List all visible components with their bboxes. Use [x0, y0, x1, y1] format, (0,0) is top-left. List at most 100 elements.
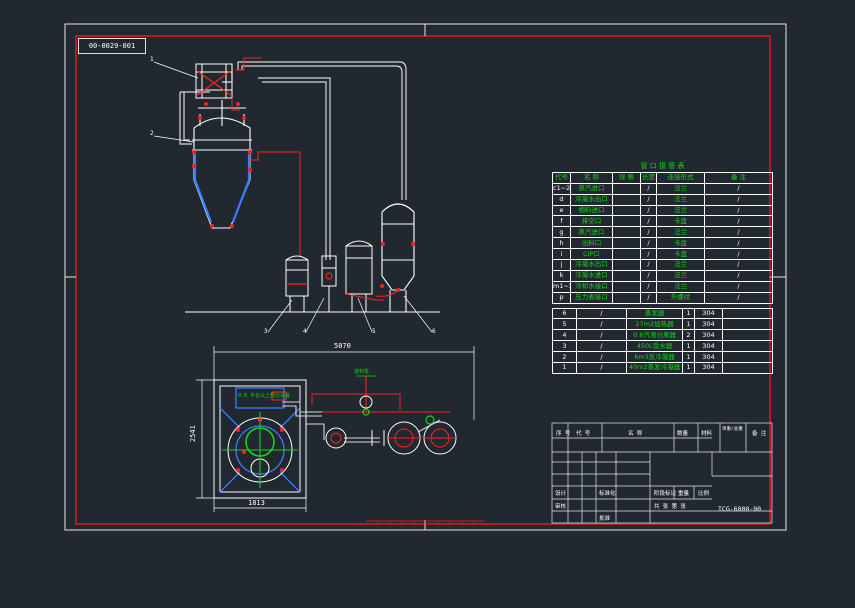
- cell: 450L受水器: [626, 340, 683, 353]
- cell: 40m2蒸发冷凝器: [626, 362, 683, 374]
- cell: 304: [694, 329, 723, 342]
- cell: 304: [694, 307, 723, 320]
- tb-label-sheets: 共 张 第 张: [654, 504, 686, 510]
- cell: p: [552, 291, 571, 304]
- cell: /: [640, 215, 657, 228]
- cell: 法兰: [656, 204, 705, 217]
- cell: /: [703, 237, 774, 250]
- cell: f: [552, 215, 571, 228]
- cell: 1: [682, 318, 695, 331]
- cell: 法兰: [656, 259, 705, 271]
- cell: [612, 182, 641, 195]
- tb-label-design: 设计: [555, 491, 567, 497]
- cell: /: [703, 215, 774, 228]
- cell: /: [703, 182, 774, 195]
- platform: [213, 379, 307, 499]
- cell: 法兰: [656, 193, 705, 206]
- tb-label-approve: 批准: [599, 516, 611, 522]
- cell: 4: [552, 329, 577, 342]
- tb-label-check: 审核: [555, 504, 567, 510]
- cell: /: [703, 291, 774, 304]
- nozzle-table-title: 管 口 接 管 表: [640, 162, 685, 171]
- drawing-code: 00-0029-001: [78, 38, 146, 54]
- cell: 1: [552, 362, 577, 374]
- cell: 0.6汽液分离器: [626, 329, 683, 342]
- pump-note: 进料泵: [354, 369, 370, 375]
- header-cell: 规 格: [612, 171, 641, 184]
- cell: h: [552, 237, 571, 250]
- cell: [722, 329, 773, 342]
- water-receiver: [285, 255, 309, 312]
- cell: [612, 215, 641, 228]
- parts-header-material: 材料: [701, 431, 713, 437]
- nozzle-table-header: 代号 名 称 规 格 长度 连接形式 备 注: [552, 171, 774, 184]
- header-cell: 名 称: [570, 171, 613, 184]
- cell: /: [703, 226, 774, 239]
- callout-3: 3: [264, 328, 268, 335]
- cell: 304: [694, 362, 723, 374]
- header-cell: 备 注: [703, 171, 774, 184]
- cell: 27m2加热器: [626, 318, 683, 331]
- cell: /: [703, 259, 774, 271]
- cell: /: [576, 318, 627, 331]
- cell: 304: [694, 351, 723, 364]
- cell: /: [640, 291, 657, 304]
- cell: 卡盘: [656, 237, 705, 250]
- cell: 出料口: [570, 237, 613, 250]
- cell: 法兰: [656, 280, 705, 293]
- cell: /: [703, 269, 774, 282]
- cell: 蒸发器: [626, 307, 683, 320]
- evaporator-plan: [222, 412, 298, 488]
- cell: 冷却水接口: [570, 280, 613, 293]
- cell: /: [640, 237, 657, 250]
- cell: [722, 307, 773, 320]
- cell: 304: [694, 318, 723, 331]
- cell: 1: [682, 351, 695, 364]
- dim-overall-width: 2541: [189, 425, 197, 442]
- cell: 卡盘: [656, 215, 705, 228]
- cell: /: [640, 193, 657, 206]
- cell: 排空口: [570, 215, 613, 228]
- tb-label-standard: 标准化: [599, 491, 616, 497]
- cell: /: [640, 226, 657, 239]
- cell: [722, 362, 773, 374]
- cell: k: [552, 269, 571, 282]
- cell: /: [576, 307, 627, 320]
- cell: /: [576, 351, 627, 364]
- cell: 物料进口: [570, 204, 613, 217]
- parts-header-name: 名 称: [628, 431, 643, 437]
- cell: 1: [682, 307, 695, 320]
- cell: [612, 226, 641, 239]
- cell: 蒸汽进口: [570, 182, 613, 195]
- cell: /: [640, 182, 657, 195]
- cell: /: [640, 269, 657, 282]
- cell: [612, 291, 641, 304]
- cell: 2: [682, 329, 695, 342]
- table-row: m1~2冷却水接口/法兰/: [552, 280, 774, 293]
- cell: [722, 340, 773, 353]
- cell: /: [640, 204, 657, 217]
- cell: /: [640, 248, 657, 261]
- cell: 6: [552, 307, 577, 320]
- tb-label-stage: 阶段标记: [654, 491, 677, 497]
- platform-note: 0.0 平台以上部分设备: [238, 393, 291, 399]
- callout-4: 4: [303, 328, 307, 335]
- cell: /: [576, 329, 627, 342]
- cell: [612, 280, 641, 293]
- cell: /: [640, 259, 657, 271]
- cell: [612, 237, 641, 250]
- cell: /: [703, 248, 774, 261]
- header-cell: 代号: [552, 171, 571, 184]
- cell: /: [703, 204, 774, 217]
- cell: 法兰: [656, 269, 705, 282]
